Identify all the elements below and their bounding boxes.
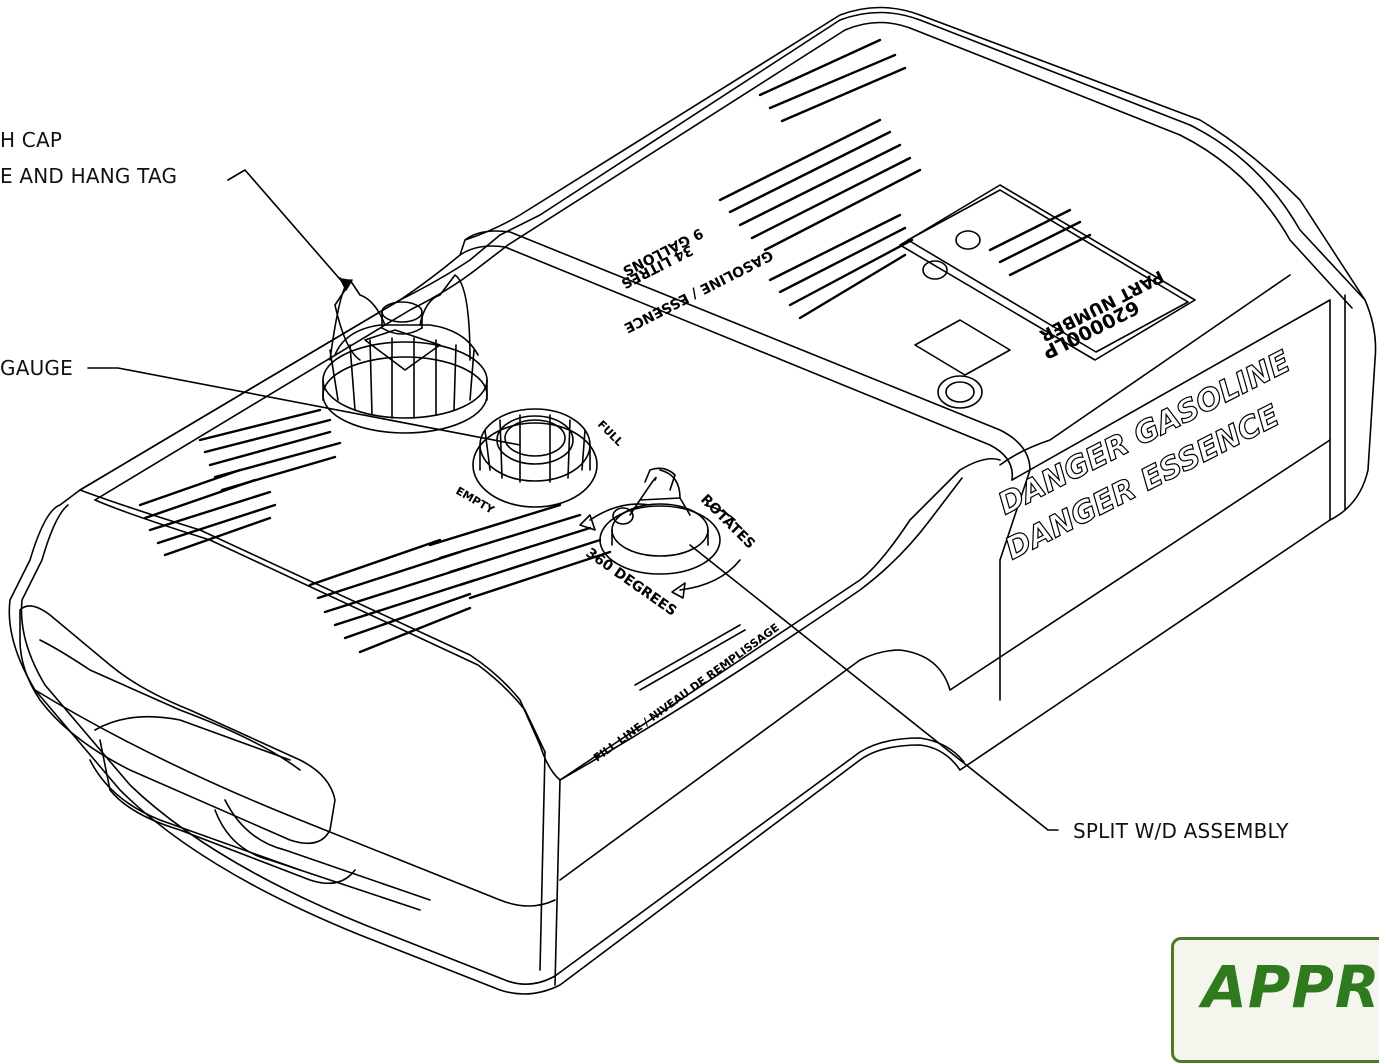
leader-gauge bbox=[87, 367, 521, 446]
empty-label: EMPTY bbox=[454, 484, 498, 517]
fuel-gauge bbox=[472, 408, 598, 508]
callout-cap-line1: H CAP bbox=[0, 128, 63, 152]
handle bbox=[19, 605, 336, 845]
full-label: FULL bbox=[595, 418, 626, 449]
swivel-fitting bbox=[579, 467, 741, 599]
kohler-badge bbox=[914, 319, 1011, 376]
tank-drawing: DANGER GASOLINE DANGER ESSENCE PART NUMB… bbox=[8, 6, 1377, 995]
leader-cap bbox=[227, 169, 346, 286]
approval-stamp-text: APPR bbox=[1202, 953, 1379, 1021]
fill-line-label: FILL LINE / NIVEAU DE REMPLISSAGE bbox=[591, 621, 782, 764]
spec-plate bbox=[899, 184, 1196, 361]
callout-split-assembly: SPLIT W/D ASSEMBLY bbox=[1073, 819, 1289, 843]
callout-gauge: GAUGE bbox=[0, 356, 73, 380]
callout-cap-line2: E AND HANG TAG bbox=[0, 164, 178, 188]
leader-split bbox=[689, 544, 1059, 831]
tank-outline bbox=[8, 6, 1377, 995]
fill-cap bbox=[322, 274, 488, 434]
